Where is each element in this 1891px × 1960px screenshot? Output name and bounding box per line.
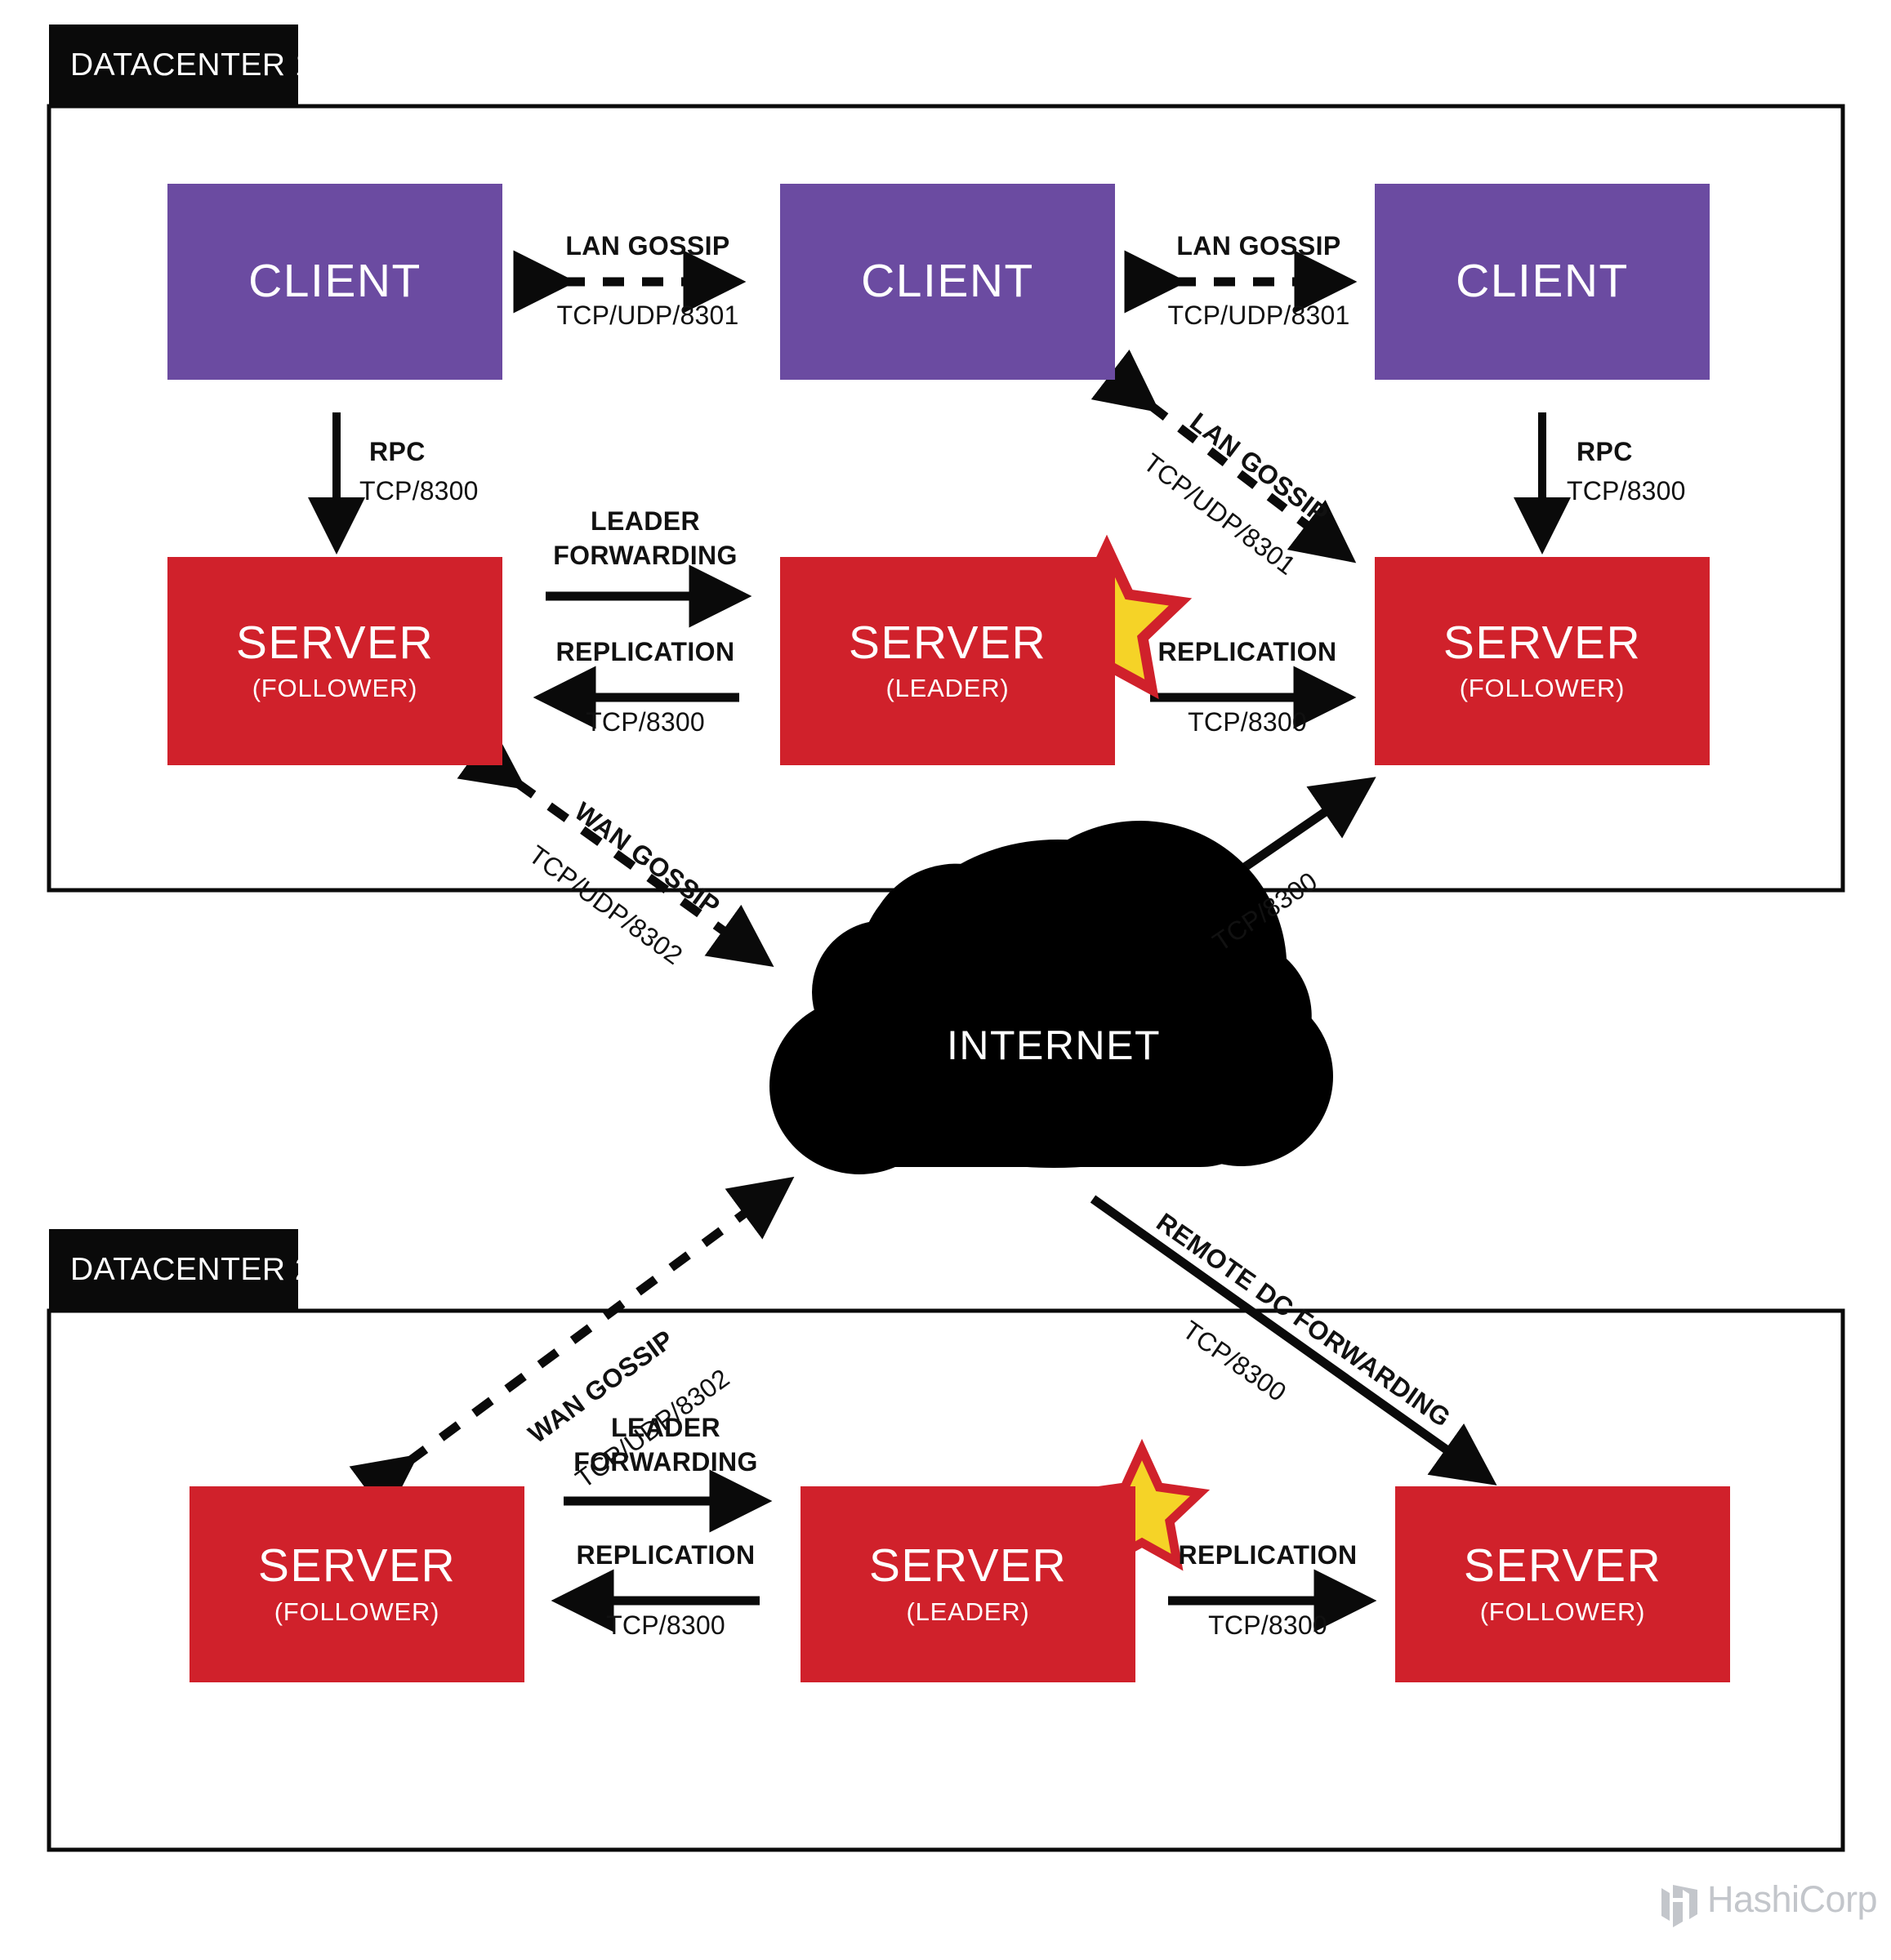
label-dc1-lan-gossip-c1-c2-name: LAN GOSSIP: [565, 231, 730, 261]
label-dc1-rpc-left-name: RPC: [369, 437, 426, 466]
dc1-server-follower-right-box[interactable]: SERVER (FOLLOWER): [1375, 557, 1710, 765]
dc2-server-leader-box[interactable]: SERVER (LEADER): [801, 1486, 1135, 1682]
internet-cloud-label: INTERNET: [947, 1022, 1161, 1069]
edge-dc1-lan-gossip-diagonal: [1090, 349, 1357, 564]
edge-dc1-wan-gossip: [457, 727, 774, 967]
label-dc1-replication-right-port: TCP/8300: [1188, 707, 1307, 737]
node-title: SERVER: [235, 616, 435, 669]
node-title: CLIENT: [1456, 255, 1629, 308]
label-dc1-leader-forwarding-line2: FORWARDING: [553, 541, 738, 570]
node-role: (LEADER): [906, 1597, 1030, 1626]
label-dc1-replication-left-name: REPLICATION: [555, 637, 735, 666]
label-dc2-replication-right-port: TCP/8300: [1208, 1610, 1327, 1640]
dc1-client-2-box[interactable]: CLIENT: [780, 184, 1115, 380]
label-dc2-replication-left-port: TCP/8300: [606, 1610, 725, 1640]
label-dc1-rpc-left-port: TCP/8300: [359, 476, 479, 506]
node-role: (FOLLOWER): [252, 674, 418, 703]
node-title: SERVER: [848, 616, 1047, 669]
label-dc1-leader-forwarding-line1: LEADER: [591, 506, 700, 536]
label-dc1-lan-gossip-c2-c3-name: LAN GOSSIP: [1176, 231, 1341, 261]
dc1-client-1-box[interactable]: CLIENT: [167, 184, 502, 380]
edge-dc2-wan-gossip: [349, 1176, 795, 1517]
hashicorp-wordmark: HashiCorp: [1707, 1878, 1878, 1920]
label-dc1-lan-gossip-c1-c2-port: TCP/UDP/8301: [556, 301, 739, 330]
hashicorp-logo: HashiCorp: [1707, 1878, 1878, 1921]
label-dc2-leader-forwarding-line1: LEADER: [611, 1413, 720, 1442]
label-dc2-replication-right-name: REPLICATION: [1178, 1540, 1358, 1570]
internet-label-text: INTERNET: [947, 1022, 1161, 1068]
hashicorp-logo-mark: [1661, 1885, 1697, 1927]
label-dc1-lan-gossip-c2-c3-port: TCP/UDP/8301: [1167, 301, 1350, 330]
node-role: (LEADER): [885, 674, 1010, 703]
label-dc1-replication-right-name: REPLICATION: [1157, 637, 1337, 666]
datacenter-1-tab: DATACENTER 1: [49, 24, 313, 106]
node-title: SERVER: [868, 1539, 1068, 1592]
node-role: (FOLLOWER): [1459, 674, 1626, 703]
label-dc2-replication-left-name: REPLICATION: [576, 1540, 756, 1570]
node-title: SERVER: [1443, 616, 1642, 669]
datacenter-2-tab: DATACENTER 2: [49, 1229, 313, 1311]
node-role: (FOLLOWER): [274, 1597, 440, 1626]
node-title: CLIENT: [861, 255, 1034, 308]
node-title: SERVER: [257, 1539, 457, 1592]
dc2-server-follower-left-box[interactable]: SERVER (FOLLOWER): [190, 1486, 524, 1682]
datacenter-2-label: DATACENTER 2: [70, 1252, 314, 1287]
datacenter-2-frame: [47, 1308, 1845, 1852]
node-title: SERVER: [1463, 1539, 1662, 1592]
label-dc1-rpc-right-name: RPC: [1577, 437, 1633, 466]
dc1-server-leader-box[interactable]: SERVER (LEADER): [780, 557, 1115, 765]
dc1-client-3-box[interactable]: CLIENT: [1375, 184, 1710, 380]
label-dc2-leader-forwarding-line2: FORWARDING: [573, 1447, 758, 1477]
label-dc1-rpc-right-port: TCP/8300: [1567, 476, 1686, 506]
node-title: CLIENT: [248, 255, 421, 308]
dc2-server-follower-right-box[interactable]: SERVER (FOLLOWER): [1395, 1486, 1730, 1682]
node-role: (FOLLOWER): [1479, 1597, 1646, 1626]
edge-remote-dc-forwarding: [1090, 1195, 1497, 1486]
dc1-server-follower-left-box[interactable]: SERVER (FOLLOWER): [167, 557, 502, 765]
internet-cloud: [769, 820, 1333, 1174]
datacenter-1-label: DATACENTER 1: [70, 47, 314, 82]
label-dc1-replication-left-port: TCP/8300: [586, 707, 705, 737]
